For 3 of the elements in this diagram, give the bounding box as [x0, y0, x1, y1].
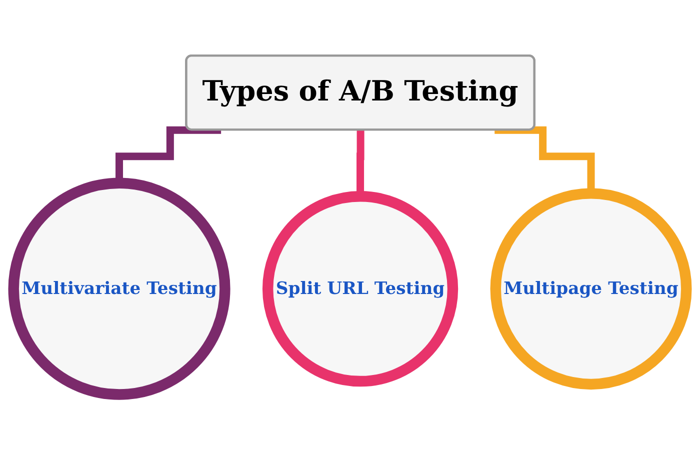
node-circle: Split URL Testing: [262, 190, 458, 387]
node-circle: Multivariate Testing: [8, 178, 230, 400]
node-circle: Multipage Testing: [490, 188, 692, 390]
